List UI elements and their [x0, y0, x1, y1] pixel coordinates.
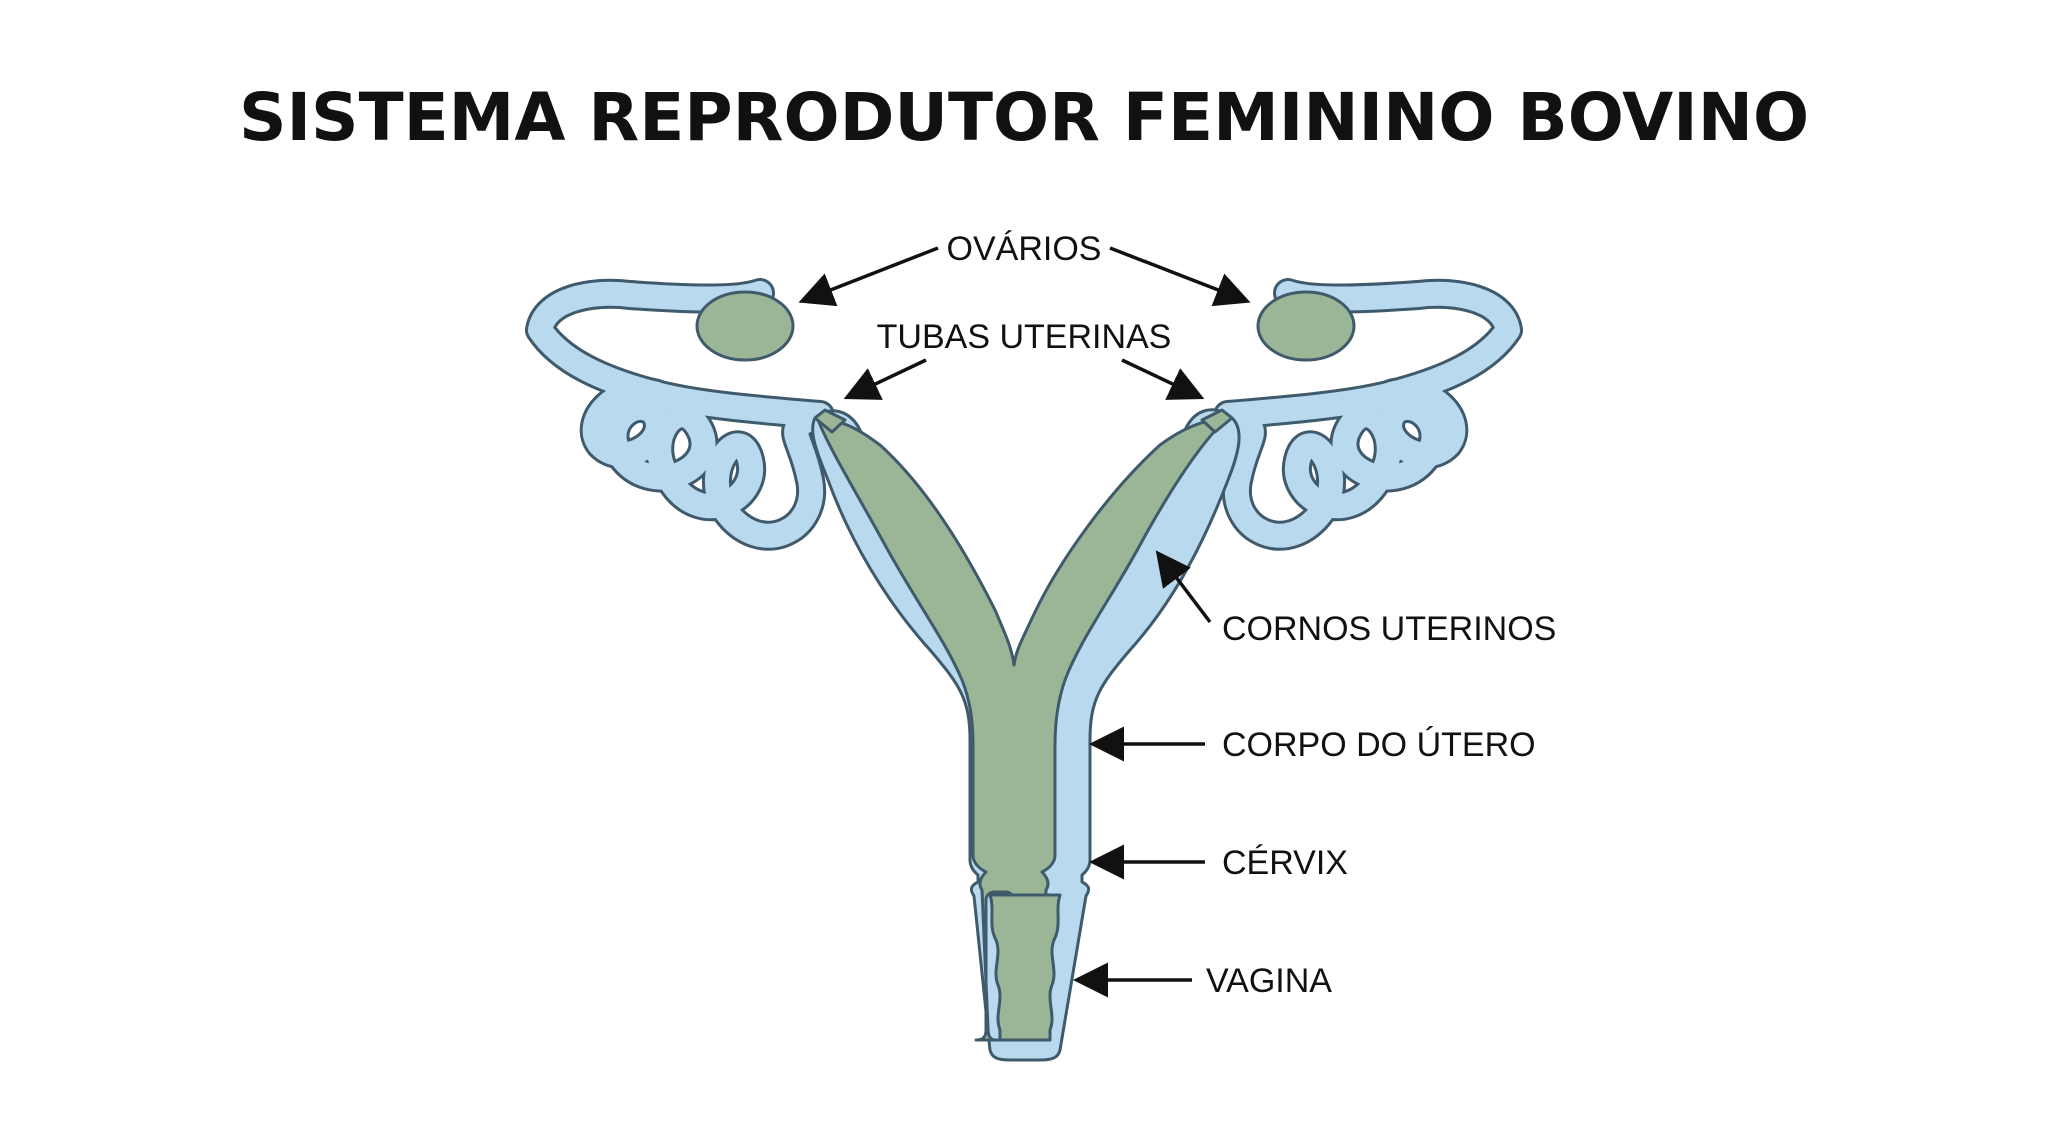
callout-cornos: CORNOS UTERINOS: [1155, 550, 1556, 648]
callout-tubas: TUBAS UTERINAS: [843, 318, 1205, 400]
left-oviduct: [525, 278, 835, 551]
label-cornos: CORNOS UTERINOS: [1222, 610, 1556, 648]
left-ovary: [695, 290, 795, 362]
arrow-tuba-left: [843, 358, 927, 400]
label-cervix: CÉRVIX: [1222, 844, 1348, 882]
anatomy-illustration: [525, 278, 1523, 1062]
right-utero-tubal-junction: [1200, 408, 1234, 434]
callout-corpo: CORPO DO ÚTERO: [1089, 726, 1536, 764]
uterus-inner-lumen: [816, 418, 1227, 1042]
callout-ovarios: OVÁRIOS: [798, 230, 1251, 307]
arrow-tuba-right: [1121, 358, 1205, 400]
label-tubas: TUBAS UTERINAS: [877, 318, 1172, 356]
arrow-ovario-left: [798, 246, 939, 307]
label-corpo: CORPO DO ÚTERO: [1222, 726, 1536, 764]
right-oviduct: [1213, 278, 1523, 551]
callout-vagina: VAGINA: [1073, 962, 1332, 1000]
label-vagina: VAGINA: [1206, 962, 1332, 1000]
left-utero-tubal-junction: [813, 408, 847, 434]
label-ovarios: OVÁRIOS: [947, 230, 1102, 268]
callout-cervix: CÉRVIX: [1089, 844, 1348, 882]
page-title: SISTEMA REPRODUTOR FEMININO BOVINO: [239, 79, 1809, 156]
arrow-cornos: [1155, 550, 1212, 624]
vagina-inner-canal: [988, 893, 1062, 1042]
right-ovary: [1256, 290, 1356, 362]
arrow-ovario-right: [1109, 246, 1251, 307]
